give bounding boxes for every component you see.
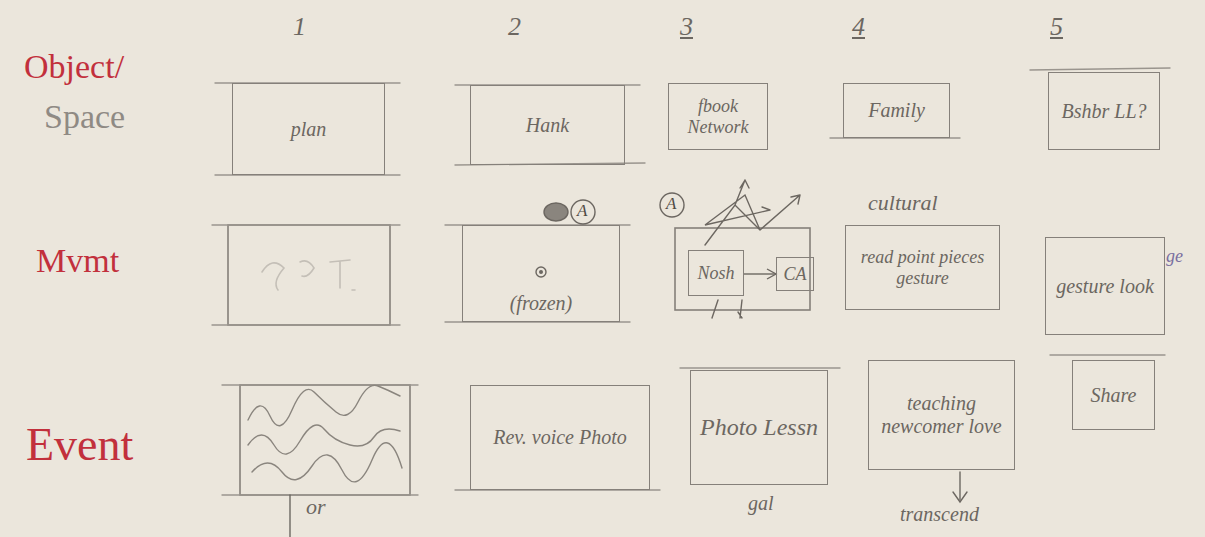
box-text: CA <box>783 264 806 285</box>
sketch-box: culturalread point pieces gesture <box>845 225 1000 310</box>
row-label: Mvmt <box>36 242 119 280</box>
box-text: Family <box>868 99 925 122</box>
note-label: gal <box>748 492 774 515</box>
sketch-box: gesture look <box>1045 237 1165 335</box>
note-label: or <box>306 494 326 520</box>
box-text: Share <box>1091 384 1137 407</box>
arrow-head <box>767 269 776 279</box>
row-label: Object/ <box>24 48 124 86</box>
sketch-box: Bshbr LL? <box>1048 72 1160 150</box>
box-text: Nosh <box>697 263 734 284</box>
column-number: 5 <box>1050 12 1063 42</box>
connector <box>744 273 776 274</box>
sketch-box: fbook Network <box>668 83 768 150</box>
box-text: fbook Network <box>677 96 759 137</box>
note-label: ge <box>1166 246 1183 267</box>
row-label: Event <box>26 418 133 471</box>
note-label: transcend <box>900 503 979 526</box>
column-number: 3 <box>680 12 693 42</box>
sketch-box: teaching newcomer love <box>868 360 1015 470</box>
sketch-box: CA <box>776 257 814 291</box>
row-label: Space <box>44 98 125 136</box>
note-label: A <box>666 194 676 214</box>
box-text: gesture look <box>1056 275 1154 298</box>
sketch-box: plan <box>232 83 385 175</box>
box-text: teaching newcomer love <box>877 392 1006 438</box>
sketch-box: Hank <box>470 85 625 165</box>
box-heading: cultural <box>868 190 938 215</box>
sketch-box: Share <box>1072 360 1155 430</box>
box-text: read point pieces gesture <box>854 247 991 288</box>
sketch-box: Rev. voice Photo <box>470 385 650 490</box>
box-text: Hank <box>526 114 569 137</box>
column-number: 1 <box>293 12 306 42</box>
column-number: 2 <box>508 12 521 42</box>
box-text: Bshbr LL? <box>1061 100 1146 123</box>
box-text: Photo Lessn <box>700 414 818 442</box>
sketch-box: (frozen) <box>462 225 620 322</box>
sketch-box: Family <box>843 83 950 138</box>
sketch-box: Nosh <box>688 250 744 296</box>
box-text: (frozen) <box>510 292 573 315</box>
sketch-box: Photo Lessn <box>690 370 828 485</box>
column-number: 4 <box>852 12 865 42</box>
box-text: Rev. voice Photo <box>493 426 626 449</box>
note-label: A <box>577 201 587 221</box>
box-text: plan <box>291 118 327 141</box>
